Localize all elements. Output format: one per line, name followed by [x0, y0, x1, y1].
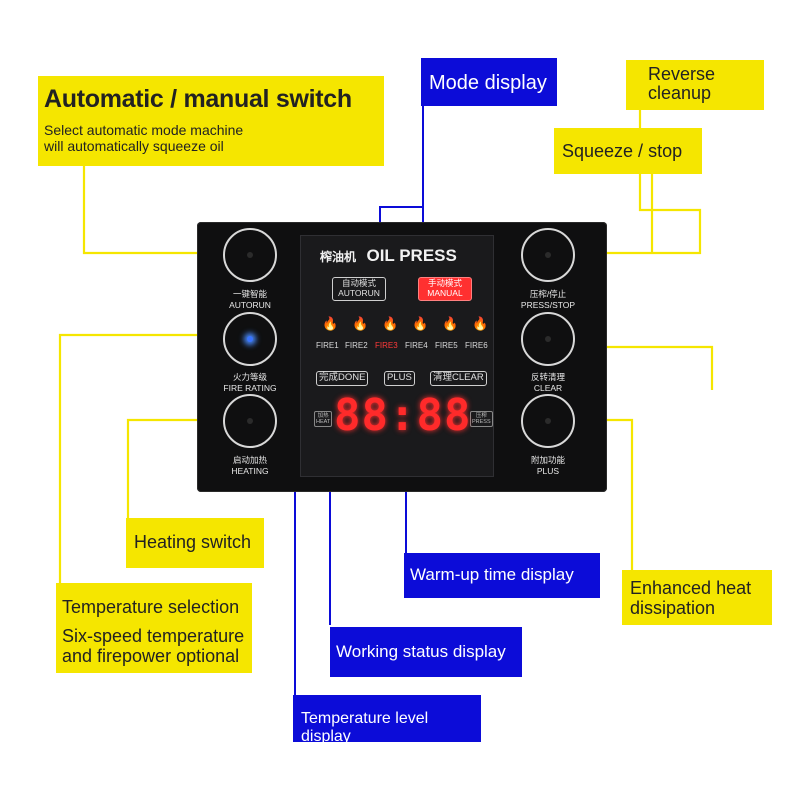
fire-rating-label-en: FIRE RATING — [223, 382, 277, 393]
temperature-level-label: Temperature level display — [301, 710, 429, 745]
fire-level-4: FIRE4 — [405, 341, 428, 350]
auto-manual-desc-1: Select automatic mode machine — [44, 122, 244, 138]
warmup-time-callout: Warm-up time display — [404, 553, 600, 598]
reverse-cleanup-callout: Reverse cleanup — [626, 60, 764, 110]
temperature-selection-desc-2: and firepower optional — [62, 646, 240, 666]
working-status-callout: Working status display — [330, 627, 522, 677]
mode-display-callout: Mode display — [421, 58, 557, 106]
heating-switch-callout: Heating switch — [126, 518, 264, 568]
auto-manual-title: Automatic / manual switch — [44, 85, 352, 113]
autorun-label-cn: 一键智能 — [232, 289, 267, 299]
screen-title: 榨油机 OIL PRESS — [320, 246, 480, 266]
clear-indicator: 清理CLEAR — [430, 371, 487, 386]
fire-level-5: FIRE5 — [435, 341, 458, 350]
fire-level-2: FIRE2 — [345, 341, 368, 350]
display-screen — [300, 235, 494, 477]
flame-icon: 🔥 — [322, 316, 339, 331]
plus-label-cn: 附加功能 — [530, 455, 565, 465]
press-stop-label: 压榨/停止 PRESS/STOP — [493, 289, 603, 310]
mode-display-label: Mode display — [429, 72, 547, 94]
heating-label-cn: 启动加热 — [232, 455, 267, 465]
warmup-time-label: Warm-up time display — [410, 565, 574, 584]
clear-button[interactable] — [521, 312, 575, 366]
press-tag-en: PRESS — [472, 419, 491, 426]
time-digits-display: 88:88 — [334, 390, 472, 441]
enhanced-heat-line-1: Enhanced heat — [630, 578, 752, 598]
fire-level-6: FIRE6 — [465, 341, 488, 350]
screen-title-en: OIL PRESS — [366, 246, 457, 265]
flame-icon: 🔥 — [442, 316, 459, 331]
squeeze-stop-callout: Squeeze / stop — [554, 128, 702, 174]
press-stop-label-en: PRESS/STOP — [520, 299, 576, 310]
clear-label: 反转清理 CLEAR — [493, 372, 603, 393]
plus-label: 附加功能 PLUS — [493, 455, 603, 476]
flame-icon: 🔥 — [382, 316, 399, 331]
enhanced-heat-callout: Enhanced heat dissipation — [622, 570, 772, 625]
clear-label-en: CLEAR — [533, 382, 563, 393]
plus-button[interactable] — [521, 394, 575, 448]
auto-manual-callout: Automatic / manual switch Select automat… — [38, 76, 384, 166]
auto-manual-desc-2: will automatically squeeze oil — [44, 138, 224, 154]
reverse-cleanup-line-2: cleanup — [648, 83, 712, 103]
autorun-label-en: AUTORUN — [229, 299, 271, 310]
heating-label: 启动加热 HEATING — [195, 455, 305, 476]
press-tag: 压榨 PRESS — [470, 411, 493, 428]
fire-rating-label: 火力等级 FIRE RATING — [195, 372, 305, 393]
press-stop-button[interactable] — [521, 228, 575, 282]
heat-tag-cn: 加热 — [317, 413, 329, 419]
autorun-mode-en: AUTORUN — [338, 287, 380, 298]
temperature-selection-callout: Temperature selection Six-speed temperat… — [56, 583, 252, 673]
press-tag-cn: 压榨 — [475, 413, 487, 419]
fire-rating-button[interactable] — [223, 312, 277, 366]
autorun-mode-indicator: 自动模式 AUTORUN — [332, 277, 386, 301]
manual-mode-en: MANUAL — [427, 287, 463, 298]
enhanced-heat-line-2: dissipation — [630, 598, 716, 618]
working-status-label: Working status display — [336, 642, 506, 661]
flame-icon: 🔥 — [412, 316, 429, 331]
heat-tag-en: HEAT — [316, 419, 331, 426]
flame-icon: 🔥 — [472, 316, 489, 331]
autorun-label: 一键智能 AUTORUN — [195, 289, 305, 310]
manual-mode-cn: 手动模式 — [427, 278, 462, 288]
heat-tag: 加热 HEAT — [314, 411, 333, 428]
plus-indicator: PLUS — [384, 371, 415, 386]
temperature-selection-desc-1: Six-speed temperature — [62, 626, 245, 646]
manual-mode-indicator: 手动模式 MANUAL — [418, 277, 472, 301]
screen-title-cn: 榨油机 — [320, 250, 357, 264]
press-stop-label-cn: 压榨/停止 — [529, 289, 567, 299]
autorun-mode-cn: 自动模式 — [341, 278, 376, 288]
fire-level-3: FIRE3 — [375, 341, 398, 350]
squeeze-stop-label: Squeeze / stop — [562, 141, 683, 161]
heating-button[interactable] — [223, 394, 277, 448]
plus-label-en: PLUS — [536, 465, 560, 476]
clear-label-cn: 反转清理 — [530, 372, 565, 382]
temperature-level-callout: Temperature level display — [293, 695, 481, 745]
autorun-button[interactable] — [223, 228, 277, 282]
temperature-selection-title: Temperature selection — [62, 597, 240, 617]
reverse-cleanup-line-1: Reverse — [648, 64, 716, 84]
fire-level-1: FIRE1 — [316, 341, 339, 350]
fire-rating-label-cn: 火力等级 — [232, 372, 267, 382]
flame-icon: 🔥 — [352, 316, 369, 331]
heating-label-en: HEATING — [231, 465, 269, 476]
done-indicator: 完成DONE — [316, 371, 369, 386]
heating-switch-label: Heating switch — [134, 532, 252, 552]
